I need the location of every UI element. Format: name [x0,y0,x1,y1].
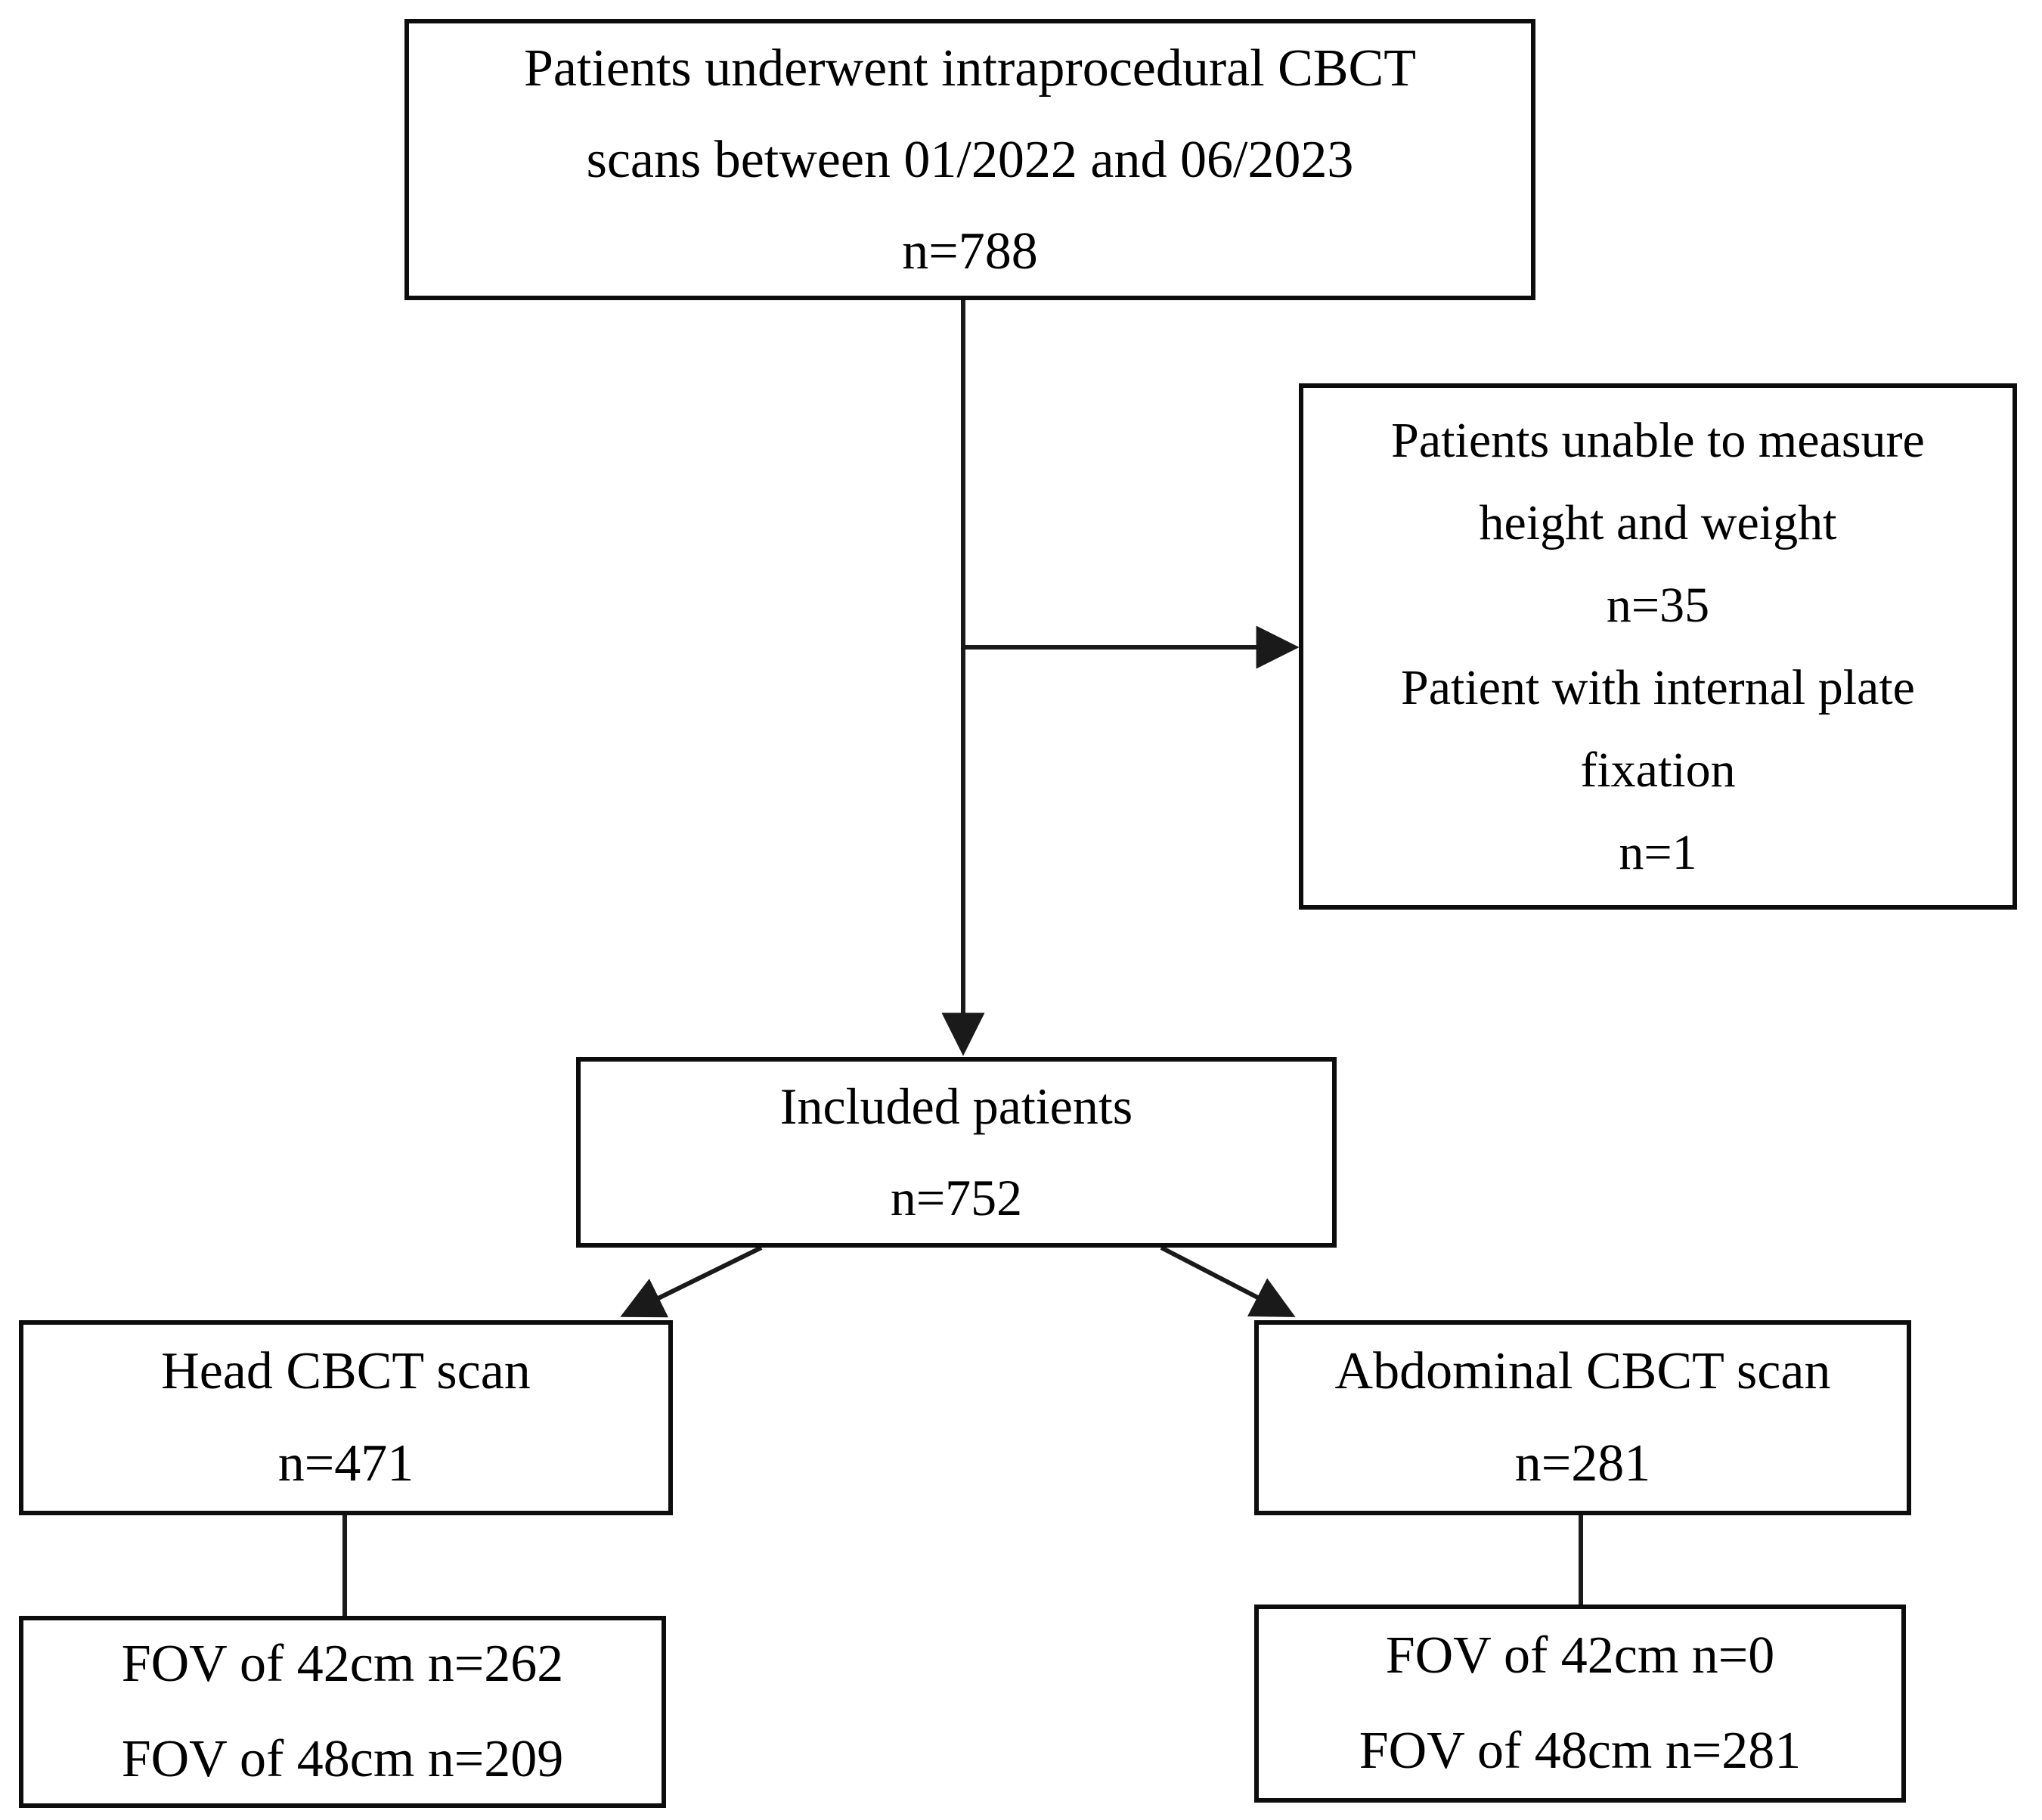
excluded-line-2: height and weight [1479,495,1837,550]
connector-included-to-abdominal [1160,1245,1296,1317]
screened-patients-box: Patients underwent intraprocedural CBCT … [404,19,1535,300]
head-fov-box: FOV of 42cm n=262 FOV of 48cm n=209 [19,1616,666,1808]
head-fov-line-1: FOV of 42cm n=262 [121,1635,564,1693]
abdominal-cbct-box: Abdominal CBCT scan n=281 [1254,1320,1911,1515]
head-count: n=471 [277,1434,414,1493]
included-patients-box: Included patients n=752 [576,1057,1337,1248]
excluded-line-1: Patients unable to measure [1391,413,1925,468]
connector-included-to-head [620,1245,763,1318]
excluded-count-1: n=35 [1606,578,1710,633]
included-count: n=752 [890,1169,1023,1226]
excluded-count-2: n=1 [1619,825,1697,880]
abdominal-count: n=281 [1514,1434,1651,1493]
head-line-1: Head CBCT scan [161,1342,531,1400]
head-fov-line-2: FOV of 48cm n=209 [121,1730,564,1788]
screened-line-1: Patients underwent intraprocedural CBCT [524,39,1416,98]
abdominal-fov-line-1: FOV of 42cm n=0 [1385,1626,1775,1685]
abdominal-line-1: Abdominal CBCT scan [1334,1342,1831,1400]
excluded-line-3: Patient with internal plate [1401,660,1915,715]
abdominal-fov-line-2: FOV of 48cm n=281 [1359,1722,1802,1780]
screened-count: n=788 [902,222,1038,281]
abdominal-fov-box: FOV of 42cm n=0 FOV of 48cm n=281 [1254,1605,1906,1803]
head-cbct-box: Head CBCT scan n=471 [19,1320,673,1515]
excluded-patients-box: Patients unable to measure height and we… [1299,383,2017,910]
screened-line-2: scans between 01/2022 and 06/2023 [586,130,1354,189]
excluded-line-4: fixation [1580,743,1736,798]
included-line-1: Included patients [779,1077,1133,1135]
